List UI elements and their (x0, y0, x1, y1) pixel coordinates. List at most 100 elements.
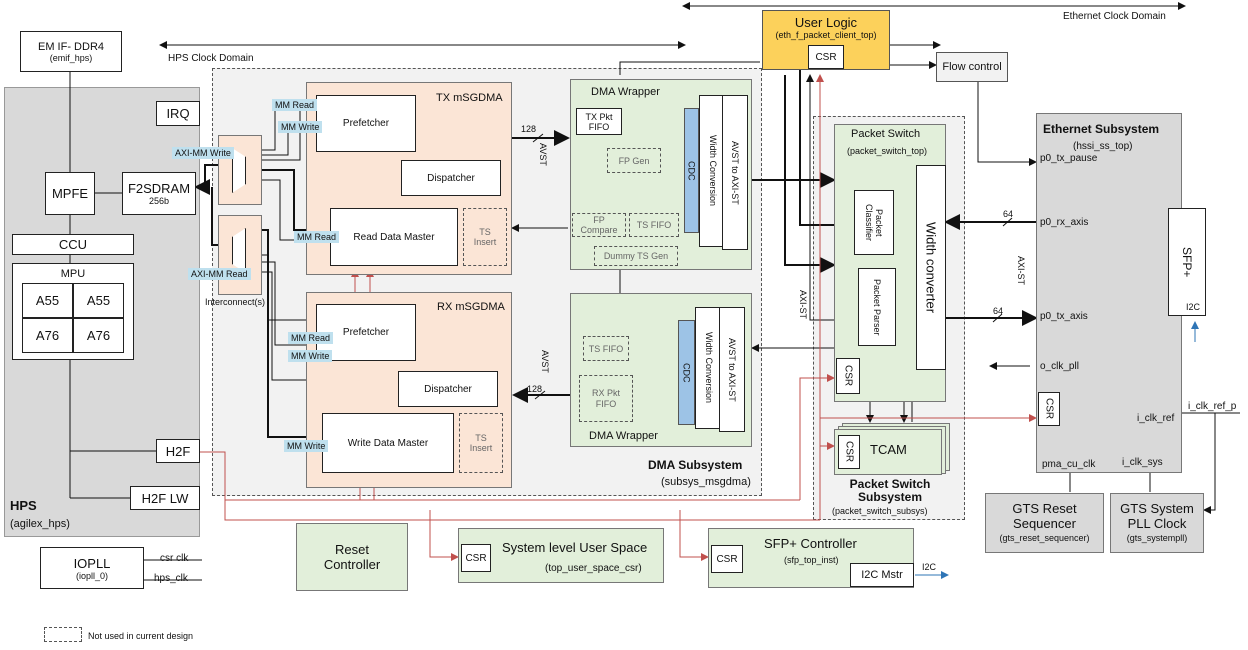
gts-reset-sub: (gts_reset_sequencer) (999, 532, 1090, 543)
hps-title: HPS (10, 498, 37, 513)
emif-ddr4-block: EM IF- DDR4 (emif_hps) (20, 31, 122, 72)
tx-prefetcher: Prefetcher (316, 95, 416, 152)
i-clk-ref-label: i_clk_ref (1137, 413, 1175, 424)
packet-parser-label: Packet Parser (872, 278, 882, 336)
packet-switch-csr: CSR (836, 358, 860, 394)
rx-write-data-master: Write Data Master (322, 413, 454, 473)
tx-mm-write-tag: MM Write (278, 121, 323, 133)
tx-bus-avst: AVST (538, 143, 548, 166)
iopll-title: IOPLL (73, 555, 111, 571)
tx-cdc: CDC (684, 108, 699, 233)
p0-tx-pause-label: p0_tx_pause (1040, 153, 1098, 164)
hps-clk-label: hps_clk (154, 573, 188, 584)
packet-switch-subsystem-title: Packet Switch Subsystem (835, 478, 945, 504)
tx-cdc-label: CDC (686, 160, 697, 181)
tx-pkt-fifo: TX Pkt FIFO (576, 108, 622, 135)
packet-switch-csr-label: CSR (842, 365, 854, 387)
ethernet-subsystem-block (1036, 113, 1182, 473)
mpu-label: MPU (60, 268, 86, 280)
reset-controller-label: Reset Controller (323, 542, 381, 572)
rx-pkt-fifo: RX Pkt FIFO (579, 375, 633, 422)
tx-ts-insert-label: TS Insert (473, 227, 497, 247)
sfp-controller-sub: (sfp_top_inst) (784, 555, 839, 565)
hps-clock-domain-label: HPS Clock Domain (168, 53, 254, 64)
rx-64-label: 64 (1003, 209, 1014, 219)
rx-width-conversion-label: Width Conversion (704, 332, 714, 404)
rx-avst-to-axist: AVST to AXI-ST (719, 307, 745, 432)
tx-dispatcher: Dispatcher (401, 160, 501, 196)
tx-mm-read-tag: MM Read (272, 99, 318, 111)
sfp-controller-csr: CSR (711, 545, 743, 573)
sfp-controller-title: SFP+ Controller (764, 536, 857, 551)
ethernet-axist-label: AXI-ST (1016, 256, 1026, 286)
user-space-sub: (top_user_space_csr) (545, 563, 642, 574)
dma-wrapper-tx-title: DMA Wrapper (591, 86, 660, 98)
tx-ts-fifo: TS FIFO (629, 213, 679, 237)
user-logic-title: User Logic (794, 15, 858, 30)
irq-block: IRQ (156, 101, 200, 126)
rx-ts-insert-label: TS Insert (469, 433, 493, 453)
fp-compare-label: FP Compare (580, 215, 618, 235)
user-space-block (458, 528, 664, 583)
legend-dashed-box (44, 627, 82, 642)
tx-avst-to-axist: AVST to AXI-ST (722, 95, 748, 250)
ethernet-csr: CSR (1038, 392, 1060, 426)
ccu-block: CCU (12, 234, 134, 255)
tcam-label: TCAM (870, 442, 907, 457)
ethernet-clock-domain-label: Ethernet Clock Domain (1063, 11, 1166, 22)
dummy-ts-gen: Dummy TS Gen (594, 246, 678, 266)
axi-mm-write-tag: AXI-MM Write (172, 147, 234, 159)
packet-switch-subsystem-sub: (packet_switch_subsys) (832, 506, 928, 516)
h2f-lw-block: H2F LW (130, 486, 200, 510)
gts-reset-title: GTS Reset Sequencer (1012, 500, 1077, 531)
rx-ts-insert: TS Insert (459, 413, 503, 473)
tx-bus-width: 128 (521, 124, 537, 134)
fp-gen: FP Gen (607, 148, 661, 173)
f2sdram-block: F2SDRAM 256b (122, 172, 196, 215)
csr-clk-label: csr clk (160, 553, 189, 564)
gts-reset-sequencer: GTS Reset Sequencer (gts_reset_sequencer… (985, 493, 1104, 553)
user-space-csr: CSR (461, 544, 491, 572)
core-a55-1: A55 (73, 283, 124, 318)
user-logic-csr: CSR (808, 45, 844, 69)
rx-cdc-label: CDC (681, 362, 692, 383)
rx-msgdma-title: RX mSGDMA (437, 301, 505, 313)
user-space-title: System level User Space (502, 540, 648, 555)
ethernet-csr-label: CSR (1043, 398, 1055, 420)
rx-avst-to-axist-label: AVST to AXI-ST (727, 337, 737, 402)
rx-width-conversion: Width Conversion (695, 307, 723, 429)
packet-switch-title: Packet Switch (851, 128, 921, 140)
ethernet-sub: (hssi_ss_top) (1073, 141, 1133, 152)
rx-mm-read-tag: MM Read (288, 332, 334, 344)
o-clk-pll-label: o_clk_pll (1040, 361, 1079, 372)
emif-title: EM IF- DDR4 (38, 40, 104, 53)
i-clk-sys-label: i_clk_sys (1122, 457, 1163, 468)
dma-subsystem-sub: (subsys_msgdma) (661, 476, 751, 488)
interconnect-label: Interconnect(s) (205, 297, 266, 307)
hps-sub: (agilex_hps) (10, 518, 70, 530)
iopll-block: IOPLL (iopll_0) (40, 547, 144, 589)
rx-mm-write2-tag: MM Write (284, 440, 329, 452)
legend-label: Not used in current design (88, 631, 194, 641)
axi-mm-read-tag: AXI-MM Read (188, 268, 251, 280)
width-converter-label: Width converter (923, 221, 939, 314)
p0-tx-axis-label: p0_tx_axis (1040, 311, 1088, 322)
width-converter: Width converter (916, 165, 946, 370)
ethernet-title: Ethernet Subsystem (1043, 122, 1160, 136)
sfp-port-label: SFP+ (1180, 246, 1194, 278)
tx-64-label: 64 (993, 306, 1004, 316)
user-logic-sub: (eth_f_packet_client_top) (775, 30, 877, 40)
core-a76-1: A76 (73, 318, 124, 353)
mpfe-block: MPFE (45, 172, 95, 215)
f2sdram-label: F2SDRAM (127, 181, 191, 196)
rx-mm-write-tag: MM Write (288, 350, 333, 362)
tx-msgdma-title: TX mSGDMA (436, 92, 503, 104)
tx-read-data-master: Read Data Master (330, 208, 458, 266)
packet-parser: Packet Parser (858, 268, 896, 346)
packet-switch-sub: (packet_switch_top) (847, 146, 928, 156)
tx-width-conversion-label: Width Conversion (708, 135, 718, 207)
dma-subsystem-title: DMA Subsystem (648, 458, 743, 472)
rx-bus-width: 128 (527, 384, 543, 394)
pma-cu-clk-label: pma_cu_clk (1042, 459, 1096, 470)
